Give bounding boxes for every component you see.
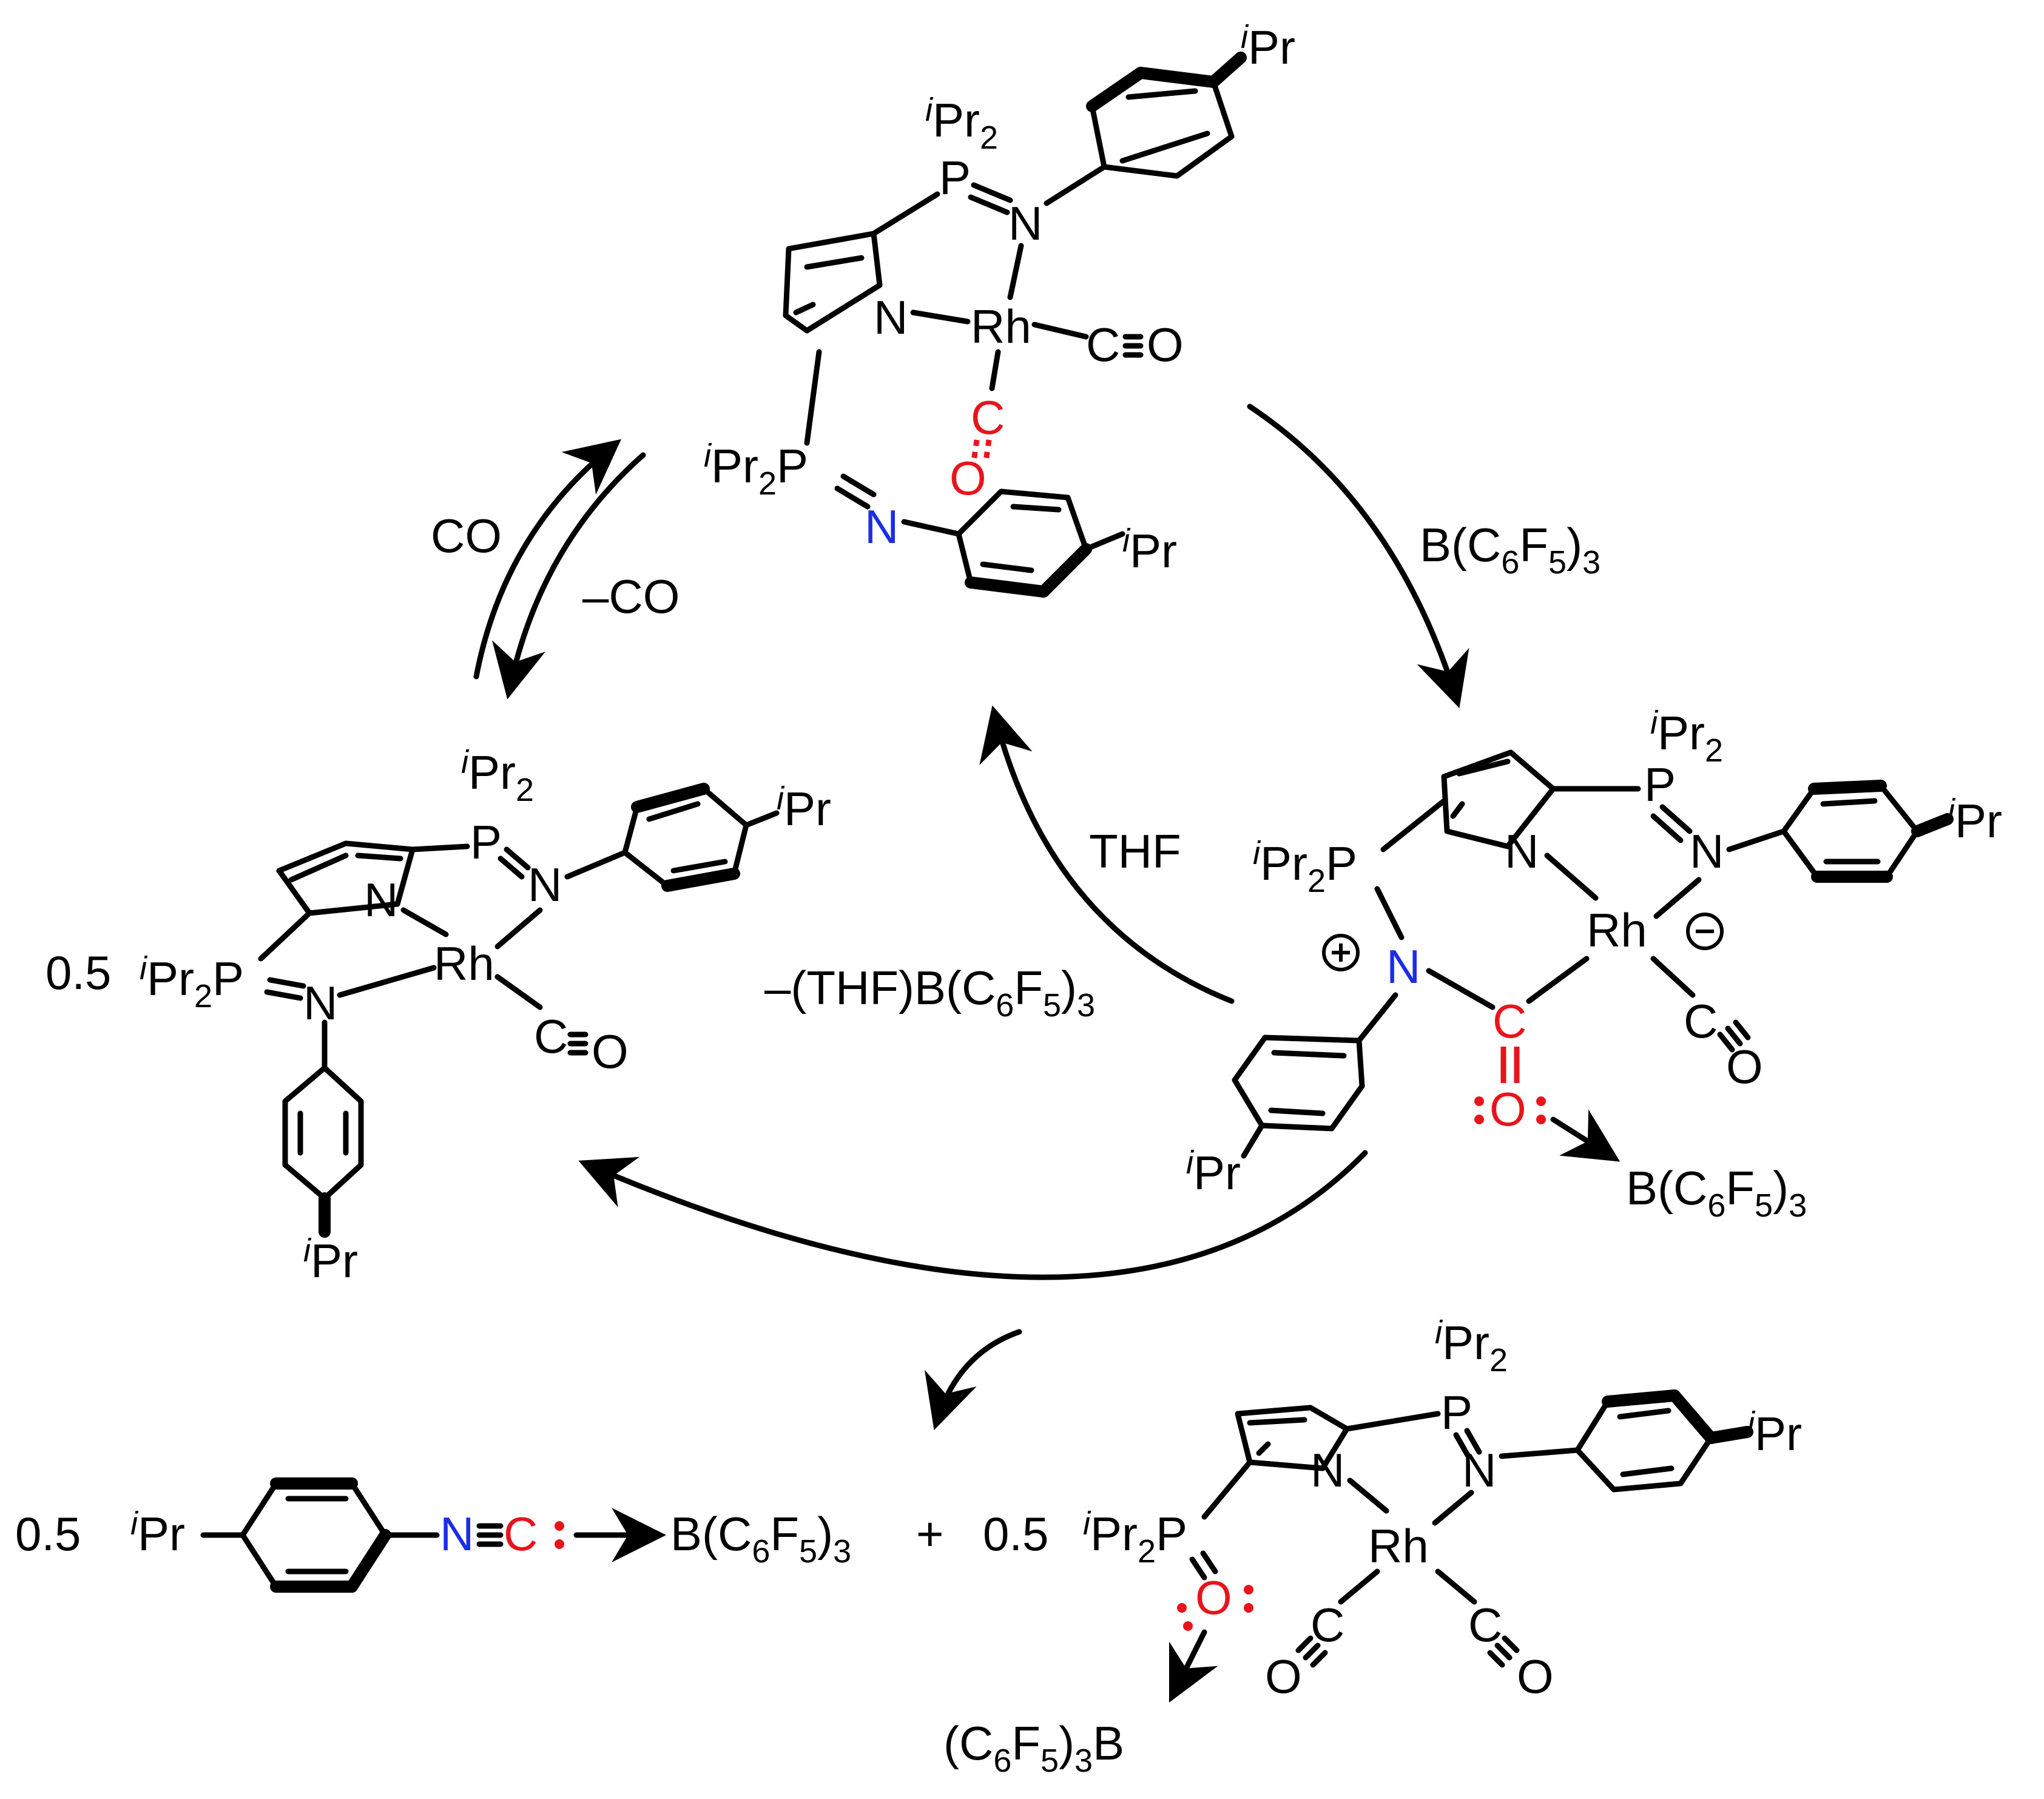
top-ipr-lower: iPr	[1122, 522, 1177, 578]
bottom-co-right-c: C	[1468, 1598, 1502, 1652]
bottom-ipr-right: iPr	[1747, 1405, 1802, 1460]
reagent-co-loss: –CO	[582, 570, 680, 623]
right-lewis-acid: B(C6F5)3	[1626, 1161, 1807, 1224]
reagent-thf: THF	[1089, 825, 1181, 878]
reagent-b-c6f5-3-top: B(C6F5)3	[1420, 518, 1600, 581]
bottom-rh: Rh	[1368, 1519, 1429, 1573]
reagent-thf-loss: –(THF)B(C6F5)3	[764, 961, 1095, 1024]
bottom-plus: +	[916, 1507, 944, 1561]
left-p-top: P	[470, 815, 502, 869]
bottom-pyrrole-n: N	[1310, 1443, 1344, 1497]
right-ipr2-top: iPr2	[1650, 704, 1723, 769]
right-o-red: O	[1489, 1082, 1526, 1136]
left-ipr2-left: iPr2P	[140, 950, 244, 1014]
top-co-o: O	[1147, 318, 1184, 371]
left-n-top: N	[528, 858, 562, 911]
bottom-product-lewis-acid: (C6F5)3B	[943, 1716, 1124, 1779]
arrows: B(C6F5)3 THF –(THF)B(C6F5)3 CO –CO	[431, 403, 1600, 1431]
right-rh: Rh	[1587, 903, 1647, 957]
compound-top: P iPr2 N iPr N Rh C O C O iPr2P	[704, 19, 1295, 598]
bottom-o-red: O	[1195, 1571, 1232, 1624]
right-ipr-bottom: iPr	[1186, 1144, 1241, 1200]
compound-right: P iPr2 N iPr N Rh iPr2P N C O	[1186, 704, 2002, 1224]
top-ipr-upper: iPr	[1241, 19, 1295, 74]
top-co-o-red: O	[949, 451, 987, 505]
left-pyrrole-n: N	[364, 873, 398, 927]
left-ipr-bottom: iPr	[303, 1232, 358, 1288]
bottom-n-top: N	[1462, 1443, 1496, 1497]
left-n-left: N	[303, 976, 337, 1030]
left-co-c: C	[534, 1010, 568, 1063]
compound-bottom-isocyanide: 0.5 iPr N C B(C6F5)3 +	[15, 1477, 944, 1593]
top-co-ligand: C	[1086, 318, 1120, 371]
top-pyrrole-n: N	[874, 291, 908, 344]
bottom-co-left-o: O	[1265, 1650, 1302, 1703]
top-co-c-red: C	[971, 391, 1005, 444]
left-co-o: O	[592, 1025, 629, 1078]
top-n-upper: N	[1008, 197, 1042, 250]
left-coefficient: 0.5	[46, 946, 111, 999]
left-ipr2-top: iPr2	[461, 744, 534, 808]
bottom-co-left-c: C	[1310, 1598, 1344, 1652]
bottom-iso-n-blue: N	[440, 1507, 474, 1561]
bottom-iso-c-red: C	[504, 1507, 538, 1561]
top-p-upper: P	[939, 151, 971, 204]
right-p-top: P	[1644, 758, 1676, 811]
bottom-ipr2-top: iPr2	[1435, 1314, 1508, 1379]
right-co-o: O	[1726, 1040, 1763, 1093]
right-pyrrole-n: N	[1505, 825, 1539, 878]
compound-left: 0.5 P iPr2 N iPr N Rh iPr2P N C O	[46, 744, 831, 1288]
left-rh: Rh	[434, 937, 494, 990]
right-ipr2-left: iPr2P	[1253, 835, 1357, 899]
bottom-coefficient-2: 0.5	[983, 1507, 1048, 1561]
top-n-lower-blue: N	[865, 500, 899, 553]
bottom-co-right-o: O	[1517, 1650, 1554, 1703]
bottom-coefficient-1: 0.5	[15, 1507, 81, 1561]
top-ipr2-lower: iPr2P	[704, 437, 808, 502]
left-ipr-top: iPr	[777, 780, 831, 835]
reagent-co-add: CO	[431, 509, 502, 562]
compound-bottom-product: 0.5 P iPr2 N iPr N Rh C O C O	[943, 1314, 1802, 1779]
right-n-blue: N	[1386, 940, 1420, 993]
bottom-iso-lewis-acid: B(C6F5)3	[670, 1507, 851, 1570]
right-co-c: C	[1684, 994, 1718, 1048]
right-n-top: N	[1690, 825, 1724, 878]
top-ipr2-upper: iPr2	[925, 92, 998, 156]
top-rh: Rh	[971, 300, 1031, 353]
right-ipr-right: iPr	[1948, 792, 2002, 848]
right-c-red: C	[1493, 994, 1526, 1048]
bottom-iso-ipr: iPr	[130, 1505, 185, 1561]
bottom-ipr2-left: iPr2P	[1083, 1505, 1187, 1570]
